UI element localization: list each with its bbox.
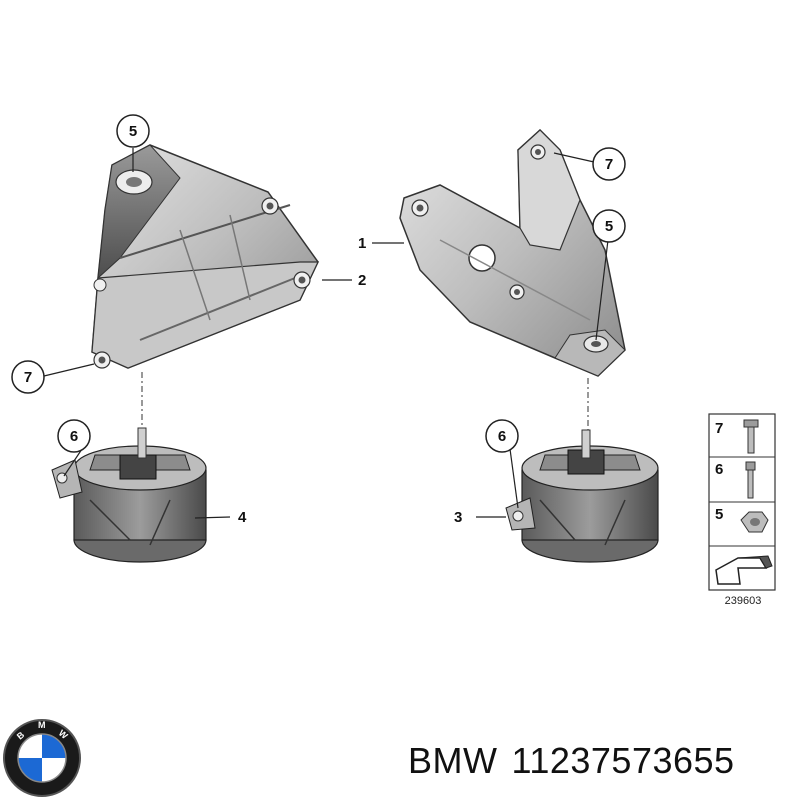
callout-1: 1: [358, 235, 366, 252]
legend-row-7: 7: [715, 419, 759, 454]
callout-5-left: 5: [116, 114, 150, 148]
svg-text:7: 7: [605, 156, 613, 173]
svg-text:6: 6: [715, 461, 723, 478]
svg-text:M: M: [38, 720, 46, 730]
svg-text:B: B: [15, 729, 27, 741]
callout-6-right: 6: [485, 419, 519, 453]
svg-text:5: 5: [715, 506, 723, 523]
assembly-lines: [141, 372, 589, 430]
svg-text:7: 7: [715, 420, 723, 437]
callout-7-left: 7: [11, 360, 45, 394]
fastener-legend: 7 6 5: [708, 413, 776, 591]
svg-text:2: 2: [358, 272, 366, 289]
bolt-icon: [743, 419, 759, 454]
leader-lines: [43, 148, 609, 519]
svg-text:4: 4: [238, 509, 247, 526]
legend-row-5: 5: [715, 506, 769, 533]
engine-bracket-left: [91, 144, 319, 369]
svg-text:1: 1: [358, 235, 366, 252]
callout-3: 3: [454, 509, 462, 526]
callout-4: 4: [238, 509, 247, 526]
callout-2: 2: [358, 272, 366, 289]
svg-text:3: 3: [454, 509, 462, 526]
svg-text:6: 6: [498, 428, 506, 445]
hex-nut-icon: [740, 511, 769, 533]
engine-mount-left: [51, 427, 207, 563]
brand-name: BMW: [408, 740, 498, 781]
arrow-icon: [715, 555, 773, 585]
svg-text:5: 5: [129, 123, 137, 140]
bmw-logo: B M W: [3, 719, 81, 797]
svg-text:7: 7: [24, 369, 32, 386]
callout-7-right: 7: [592, 147, 626, 181]
svg-text:5: 5: [605, 218, 613, 235]
reference-number: 239603: [725, 595, 762, 607]
engine-mount-right: [505, 429, 659, 563]
engine-bracket-right: [399, 128, 626, 377]
callout-5-right: 5: [592, 209, 626, 243]
part-caption: BMW 11237573655: [408, 740, 749, 782]
part-number: 11237573655: [511, 740, 735, 781]
stud-bolt-icon: [745, 461, 756, 499]
legend-row-6: 6: [715, 461, 756, 499]
svg-text:6: 6: [70, 428, 78, 445]
callout-6-left: 6: [57, 419, 91, 453]
